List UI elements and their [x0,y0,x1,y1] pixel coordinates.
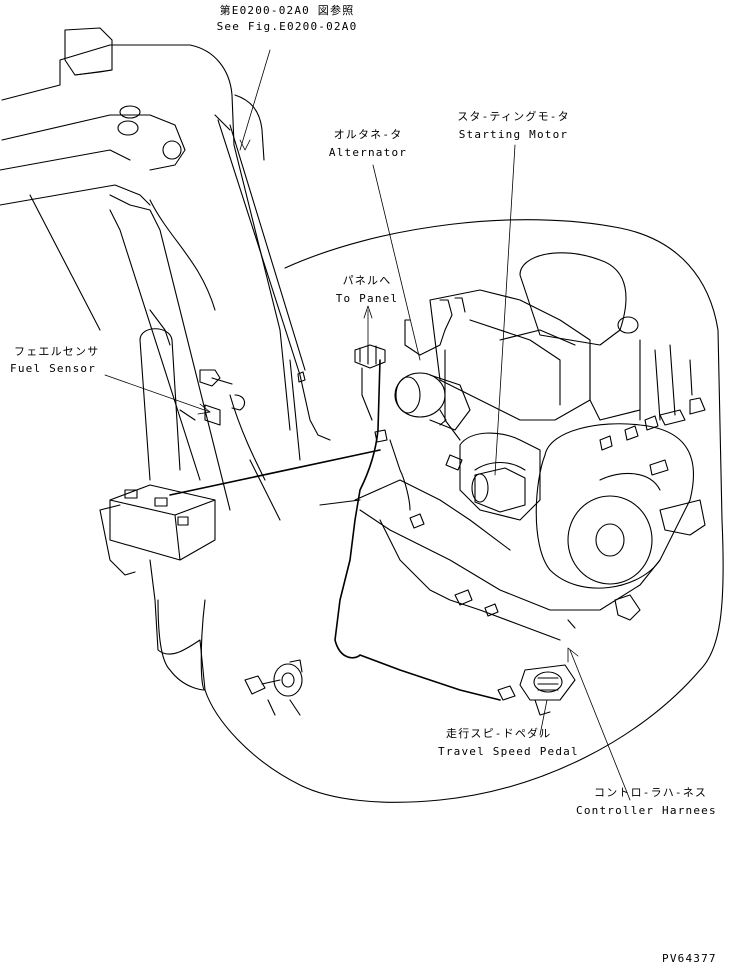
alternator-label-en: Alternator [328,146,408,159]
alternator-label-jp: オルタネ-タ [333,128,403,141]
starting-motor [471,467,526,513]
figure-id: PV64377 [662,952,717,965]
engine [404,252,706,621]
to-panel-label-jp: パネルへ [342,274,392,287]
starting-motor-label-jp: スタ-ティングモ-タ [457,110,570,123]
alternator [394,372,471,471]
horn [244,659,303,716]
frame-lower-body [157,599,206,691]
battery [99,484,216,576]
fuel-sensor [179,369,246,426]
fuel-sensor-label-en: Fuel Sensor [10,362,97,375]
starting-motor-label-en: Starting Motor [458,128,569,141]
travel-speed-pedal [519,664,576,716]
controller-label-jp: コントロ-ラハ-ネス [594,786,708,799]
main-harness [169,359,661,701]
fuel-sensor-label-jp: フェエルセンサ [14,345,100,358]
connectors [297,371,576,701]
to-panel-label-en: To Panel [335,292,399,305]
travel-pedal-label-jp: 走行スピ-ドペダル [446,727,552,740]
panel-connector [354,344,386,421]
travel-pedal-label-en: Travel Speed Pedal [438,745,579,758]
frame-outline [149,219,724,803]
reference-label-en: See Fig.E0200-02A0 [216,20,358,33]
controller-label-en: Controller Harnees [576,804,717,817]
ref-cable [217,119,331,441]
leader-lines [104,49,631,801]
reference-label-jp: 第E0200-02A0 図参照 [219,4,355,17]
boom-assembly [0,27,291,511]
